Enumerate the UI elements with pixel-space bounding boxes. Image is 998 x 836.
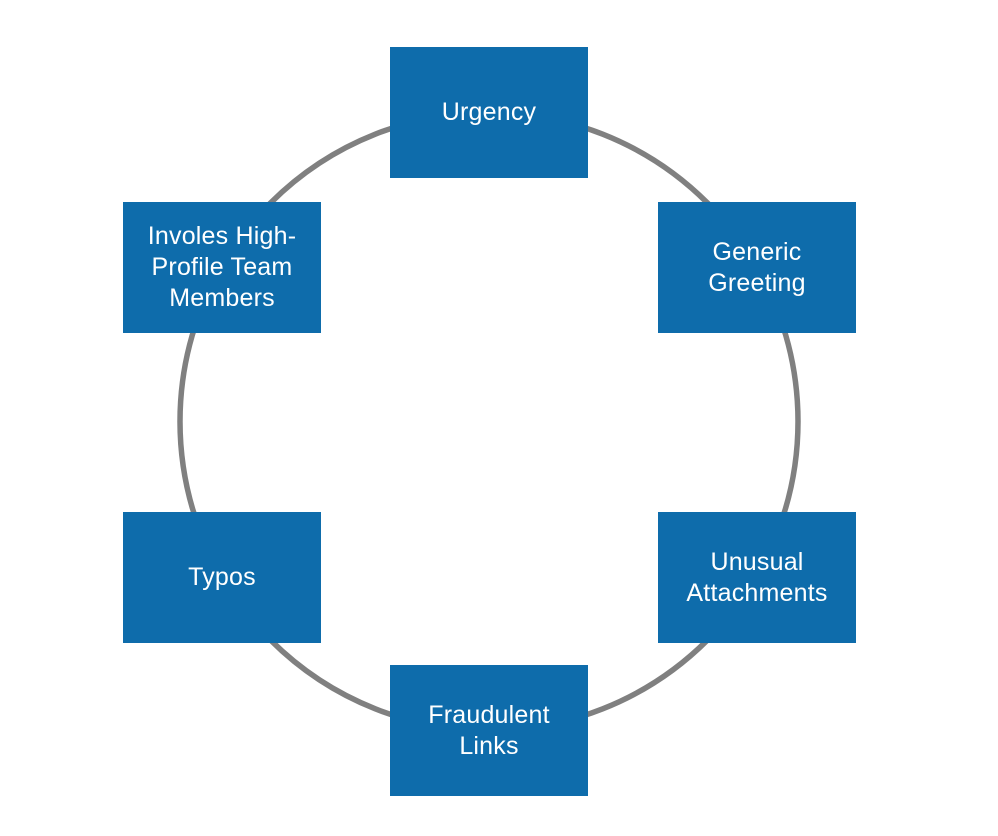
cycle-node-unusual-attachments: Unusual Attachments bbox=[658, 512, 856, 643]
cycle-node-label: Involes High-Profile Team Members bbox=[147, 222, 297, 312]
cycle-node-label: Generic Greeting bbox=[708, 237, 806, 297]
cycle-node-typos: Typos bbox=[123, 512, 321, 643]
cycle-node-label: Typos bbox=[188, 563, 256, 591]
cycle-node-generic-greeting: Generic Greeting bbox=[658, 202, 856, 333]
cycle-node-label: Unusual Attachments bbox=[686, 547, 828, 607]
cycle-node-label: Fraudulent Links bbox=[428, 700, 550, 760]
cycle-node-label: Urgency bbox=[441, 98, 537, 126]
cycle-node-urgency: Urgency bbox=[390, 47, 588, 178]
cycle-node-involes-high-profile-team-members: Involes High-Profile Team Members bbox=[123, 202, 321, 333]
cycle-node-fraudulent-links: Fraudulent Links bbox=[390, 665, 588, 796]
